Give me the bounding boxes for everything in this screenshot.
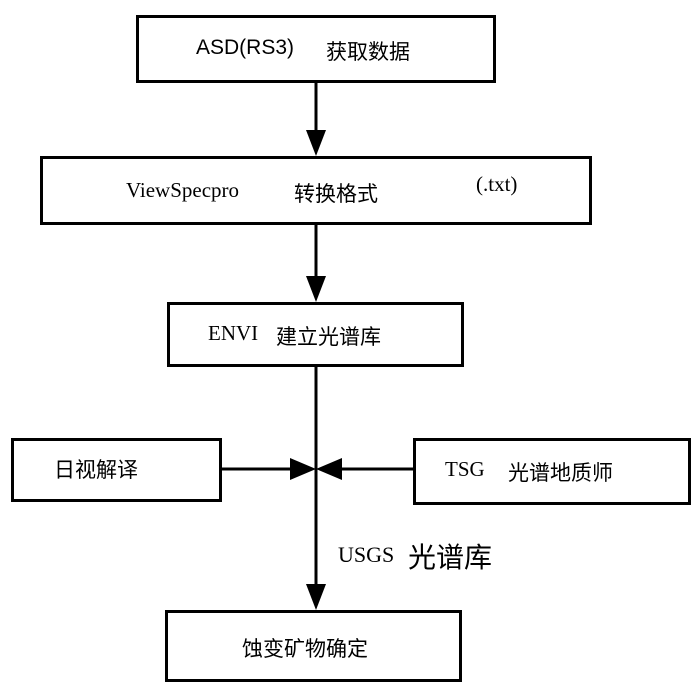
node-asd: [136, 15, 496, 83]
node-tsg-label-role: 光谱地质师: [508, 461, 613, 485]
node-asd-label-action: 获取数据: [326, 41, 410, 64]
usgs-label-library: 光谱库: [408, 543, 493, 574]
arrowhead-to-viewspec: [306, 130, 326, 156]
node-viewspec: [40, 156, 592, 225]
arrowhead-to-envi: [306, 276, 326, 302]
usgs-label-prefix: USGS: [338, 542, 395, 567]
node-visual-interpretation: [11, 438, 222, 502]
node-visual-interpretation-label: 日视解译: [54, 458, 138, 482]
node-asd-label-device: ASD(RS3): [196, 36, 295, 59]
node-tsg: [413, 438, 691, 505]
node-viewspec-label-action: 转换格式: [294, 182, 378, 206]
node-final-label: 蚀变矿物确定: [242, 637, 368, 661]
node-envi-label-software: ENVI: [208, 321, 259, 345]
node-final: [165, 610, 462, 682]
arrowhead-from-visual: [290, 458, 316, 480]
arrowhead-to-final: [306, 584, 326, 610]
node-viewspec-label-software: ViewSpecpro: [126, 178, 240, 202]
node-tsg-label-software: TSG: [445, 457, 485, 481]
node-viewspec-label-format: (.txt): [476, 172, 518, 196]
node-envi-label-action: 建立光谱库: [276, 325, 381, 349]
arrowhead-from-tsg: [316, 458, 342, 480]
node-envi: [167, 302, 464, 367]
